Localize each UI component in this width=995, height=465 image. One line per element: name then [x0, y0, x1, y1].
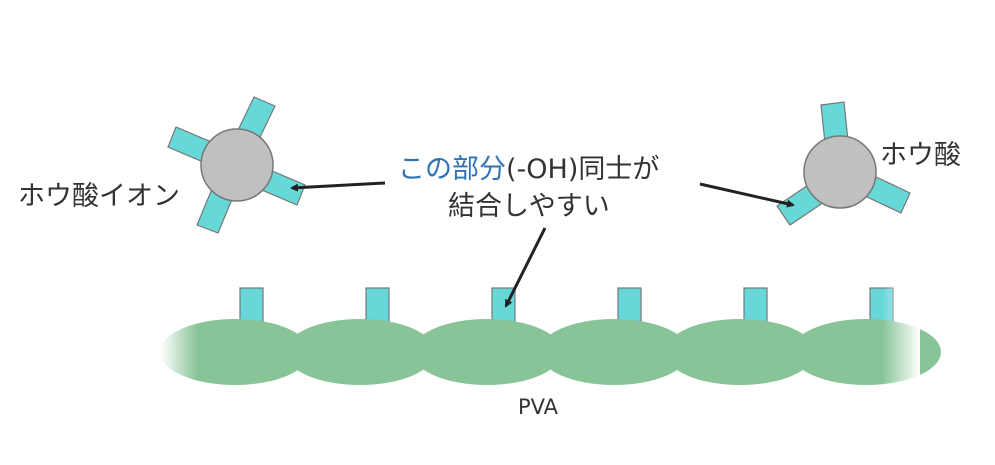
borate-ion-molecule: [167, 96, 306, 234]
arrow-to-pva: [504, 227, 547, 308]
arrow-to-boric-acid: [699, 182, 795, 208]
arrow-to-borate-ion: [290, 181, 386, 192]
arrows: [290, 181, 795, 308]
pva-label: PVA: [518, 395, 559, 419]
pva-chain: [160, 280, 941, 390]
caption-rest: (-OH)同士が: [506, 154, 660, 185]
caption-highlight: この部分: [398, 154, 506, 185]
boric-acid-label: ホウ酸: [880, 140, 961, 171]
caption-line2: 結合しやすい: [448, 191, 610, 222]
caption-line1: この部分(-OH)同士が: [398, 147, 659, 186]
boric-acid-molecule: [776, 101, 911, 226]
borate-ion-label: ホウ酸イオン: [18, 181, 180, 212]
